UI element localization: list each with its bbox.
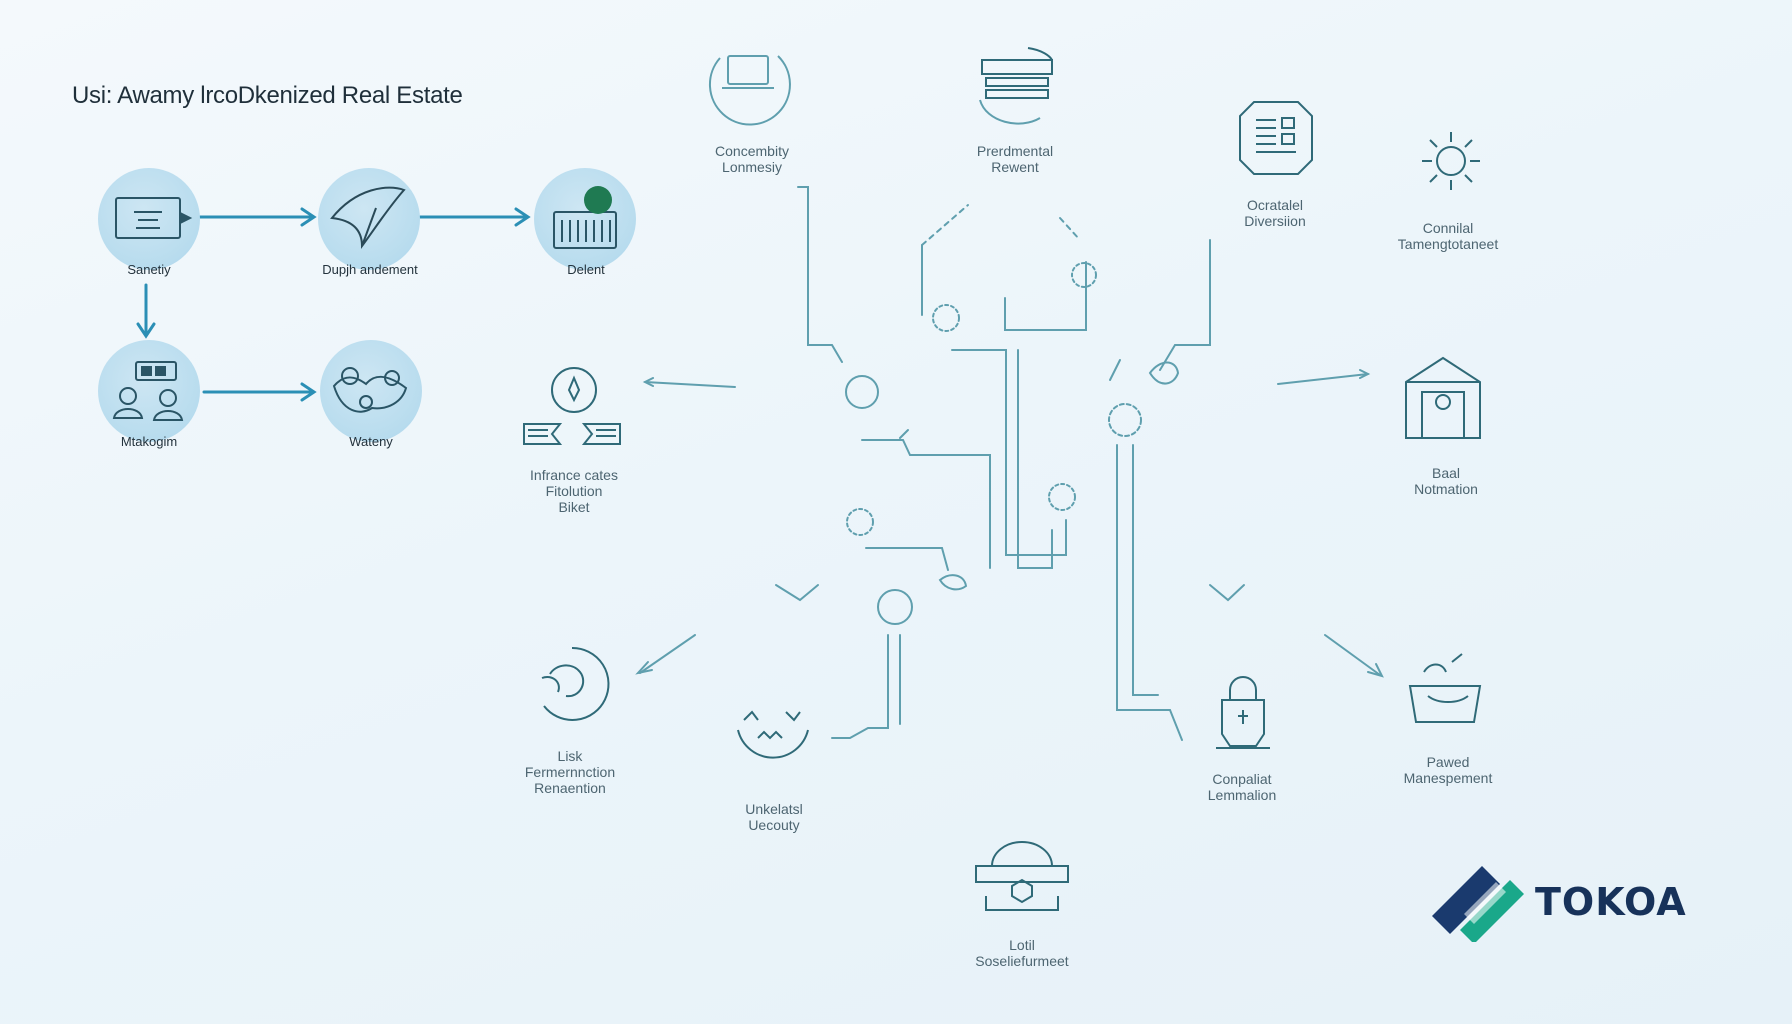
flow-label-wateny: Wateny — [349, 434, 393, 449]
laptop-icon — [709, 55, 791, 126]
map-icon — [332, 367, 408, 413]
brand-logo: TOKOA — [1430, 860, 1730, 944]
house-icon — [1405, 356, 1481, 439]
document-list-icon — [1239, 101, 1313, 175]
building-icon — [553, 186, 617, 249]
flow-node-mtakogim — [98, 340, 200, 442]
brand-name: TOKOA — [1535, 880, 1687, 924]
vault-icon — [975, 841, 1069, 911]
flow-label-delent: Delent — [567, 262, 605, 277]
flow-node-wateny — [320, 340, 422, 442]
leaf-icon — [330, 186, 406, 249]
refresh-globe-icon — [541, 646, 610, 721]
brand-mark-icon — [1432, 866, 1524, 944]
page-title: Usi: Awamy lrcoDkenized Real Estate — [72, 82, 463, 109]
flow-node-dupjh — [318, 168, 420, 270]
server-stack-icon — [979, 47, 1053, 125]
basket-icon — [1408, 653, 1482, 723]
flow-label-mtakogim: Mtakogim — [120, 434, 178, 449]
sun-icon — [1422, 132, 1480, 190]
flow-label-dupjh: Dupjh andement — [322, 262, 418, 277]
flow-node-sanetiy — [98, 168, 200, 270]
lock-icon — [1216, 676, 1270, 749]
monitor-icon — [115, 197, 193, 239]
compass-tags-icon — [523, 367, 621, 445]
flow-arrows — [136, 207, 531, 402]
flow-node-delent — [534, 168, 636, 270]
people-icon — [112, 361, 184, 421]
flow-label-sanetiy: Sanetiy — [127, 262, 171, 277]
face-shield-icon — [737, 710, 809, 759]
